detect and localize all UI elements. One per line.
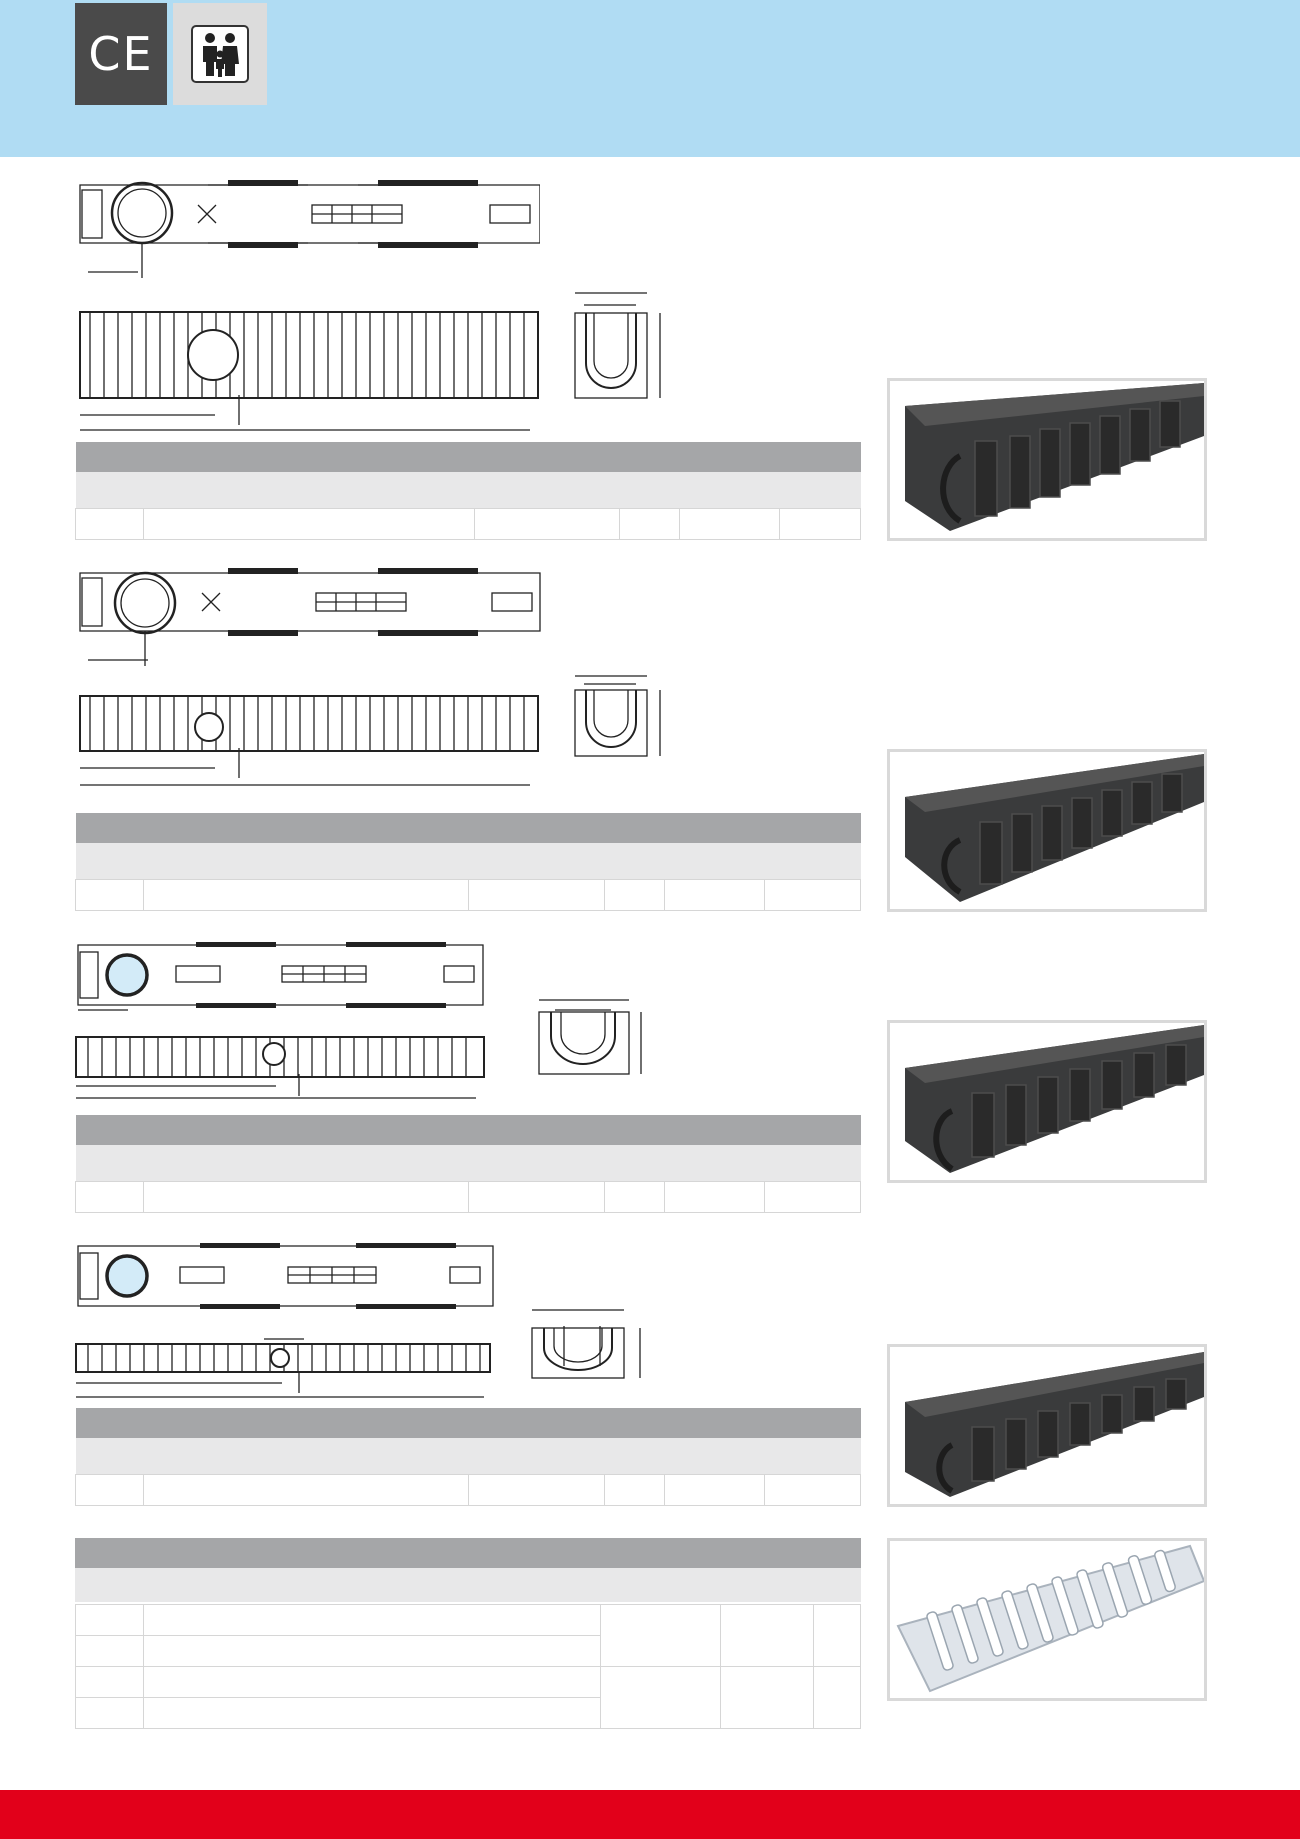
top-view-drawing-4 bbox=[76, 1243, 496, 1315]
side-view-drawing-2 bbox=[78, 693, 543, 793]
side-view-drawing-1 bbox=[78, 310, 543, 435]
grating-photo bbox=[896, 1544, 1204, 1693]
table-row bbox=[75, 1697, 861, 1729]
table-header-bar bbox=[75, 1408, 861, 1438]
table-header-bar bbox=[75, 442, 861, 472]
table-row bbox=[75, 507, 861, 540]
product-photo-2 bbox=[887, 749, 1207, 912]
footer-band bbox=[0, 1790, 1300, 1839]
grating-table-body bbox=[75, 1604, 861, 1729]
table-subheader-bar bbox=[75, 1438, 861, 1474]
channel-drain-photo bbox=[905, 1025, 1204, 1173]
cross-section-drawing-4 bbox=[530, 1306, 650, 1381]
people-icon bbox=[191, 25, 249, 83]
table-row bbox=[75, 878, 861, 911]
spec-table-2 bbox=[75, 813, 861, 911]
side-view-drawing-3 bbox=[74, 1034, 489, 1104]
top-view-drawing-1 bbox=[78, 180, 540, 280]
table-row bbox=[75, 1604, 861, 1667]
table-row bbox=[75, 1180, 861, 1213]
table-subheader-bar bbox=[75, 472, 861, 508]
cross-section-drawing-2 bbox=[572, 672, 672, 762]
table-header-bar bbox=[75, 1115, 861, 1145]
ce-mark-text: CE bbox=[88, 27, 154, 81]
table-subheader-bar bbox=[75, 1568, 861, 1604]
product-photo-4 bbox=[887, 1344, 1207, 1507]
channel-drain-photo bbox=[905, 754, 1204, 902]
table-row bbox=[75, 1473, 861, 1506]
spec-table-3 bbox=[75, 1115, 861, 1213]
table-subheader-bar bbox=[75, 843, 861, 879]
product-photo-1 bbox=[887, 378, 1207, 541]
channel-drain-photo bbox=[905, 1352, 1204, 1497]
product-photo-5 bbox=[887, 1538, 1207, 1701]
table-row bbox=[75, 1666, 861, 1729]
top-view-drawing-3 bbox=[76, 942, 486, 1014]
cross-section-drawing-3 bbox=[537, 996, 647, 1078]
side-view-drawing-4 bbox=[74, 1335, 494, 1405]
spec-table-5 bbox=[75, 1538, 861, 1729]
spec-table-1 bbox=[75, 442, 861, 540]
people-badge bbox=[173, 3, 267, 105]
table-header-bar bbox=[75, 813, 861, 843]
table-header-bar bbox=[75, 1538, 861, 1568]
ce-mark-badge: CE bbox=[75, 3, 167, 105]
cross-section-drawing-1 bbox=[572, 288, 672, 403]
product-photo-3 bbox=[887, 1020, 1207, 1183]
spec-table-4 bbox=[75, 1408, 861, 1506]
top-view-drawing-2 bbox=[78, 568, 542, 668]
table-subheader-bar bbox=[75, 1145, 861, 1181]
channel-drain-photo bbox=[905, 383, 1204, 531]
